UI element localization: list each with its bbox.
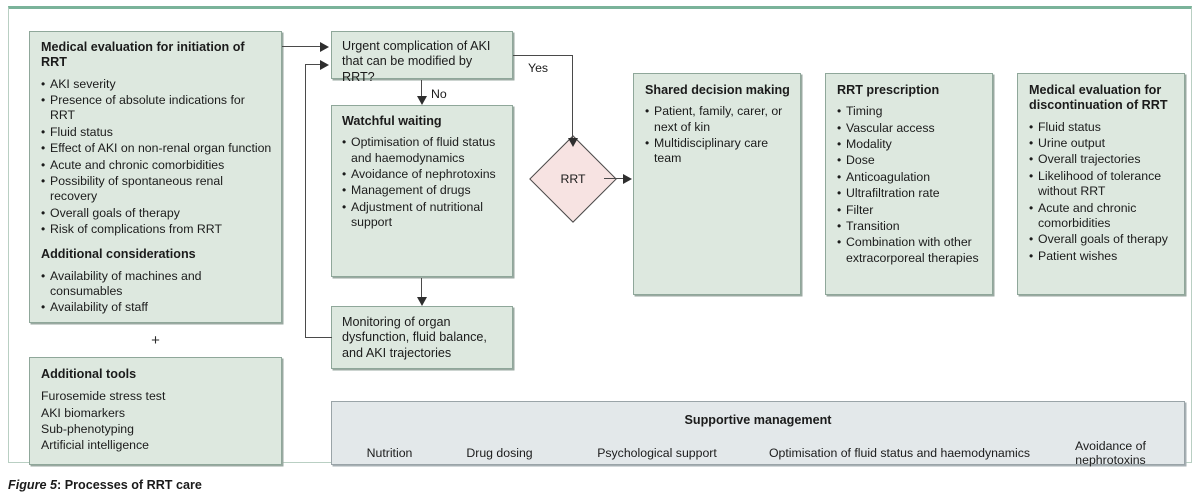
additional-tools-list: Furosemide stress test AKI biomarkers Su… (41, 388, 272, 453)
panel-text-monitoring: Monitoring of organ dysfunction, fluid b… (342, 315, 487, 360)
connector-monitor-left-segment (305, 337, 332, 339)
list-item: Urine output (1029, 136, 1175, 151)
shared-decision-list: Patient, family, carer, or next of kin M… (645, 104, 791, 166)
list-item: Timing (837, 104, 983, 119)
list-item: Combination with other extracorporeal th… (837, 235, 983, 266)
panel-text-urgent-complication: Urgent complication of AKI that can be m… (342, 39, 491, 84)
list-item: Nutrition (366, 446, 413, 460)
panel-monitoring-organ-dysfunction: Monitoring of organ dysfunction, fluid b… (331, 306, 513, 369)
list-item: Acute and chronic comorbidities (1029, 201, 1175, 232)
discontinuation-list: Fluid status Urine output Overall trajec… (1029, 120, 1175, 264)
connector-feedback-into-urgent (305, 64, 321, 66)
list-item: Overall trajectories (1029, 152, 1175, 167)
arrowhead-into-shared-decision (623, 174, 632, 184)
arrowhead-into-diamond (568, 138, 578, 147)
connector-feedback-vertical (305, 64, 307, 338)
supportive-management-items: Nutrition Drug dosing Psychological supp… (332, 439, 1184, 467)
list-item: Acute and chronic comorbidities (41, 158, 272, 173)
arrowhead-into-urgent-bottom (320, 60, 329, 70)
list-item: Ultrafiltration rate (837, 186, 983, 201)
list-item: Patient, family, carer, or next of kin (645, 104, 791, 135)
connector-urgent-to-watchful (421, 80, 423, 97)
connector-watchful-to-monitor (421, 278, 423, 297)
arrowhead-into-watchful (417, 96, 427, 105)
arrowhead-into-monitor (417, 297, 427, 306)
list-item: Availability of machines and consumables (41, 269, 272, 300)
list-item: Multidisciplinary care team (645, 136, 791, 167)
list-item: Availability of staff (41, 300, 272, 315)
list-item: Adjustment of nutritional support (342, 200, 504, 231)
list-item: AKI severity (41, 77, 272, 92)
supportive-management-title: Supportive management (684, 413, 832, 427)
list-item: Presence of absolute indications for RRT (41, 93, 272, 124)
list-item: Modality (837, 137, 983, 152)
list-item: Vascular access (837, 121, 983, 136)
panel-rrt-prescription: RRT prescription Timing Vascular access … (825, 73, 993, 295)
panel-subtitle-additional-considerations: Additional considerations (41, 247, 196, 262)
edge-label-no: No (431, 87, 447, 101)
list-item: Fluid status (41, 125, 272, 140)
panel-title-discontinuation: Medical evaluation for discontinuation o… (1029, 83, 1168, 113)
rrt-prescription-list: Timing Vascular access Modality Dose Ant… (837, 104, 983, 266)
list-item: Likelihood of tolerance without RRT (1029, 169, 1175, 200)
panel-urgent-complication-decision: Urgent complication of AKI that can be m… (331, 31, 513, 84)
edge-label-yes: Yes (528, 61, 549, 75)
list-item: Drug dosing (466, 446, 533, 460)
panel-title-shared-decision: Shared decision making (645, 83, 790, 97)
figure-caption-text: Processes of RRT care (64, 478, 202, 492)
initiation-bullet-list: AKI severity Presence of absolute indica… (41, 77, 272, 238)
panel-title-rrt-prescription: RRT prescription (837, 83, 940, 97)
additional-considerations-list: Availability of machines and consumables… (41, 269, 272, 316)
list-item: Optimisation of fluid status and haemody… (342, 135, 504, 166)
decision-diamond-label: RRT (560, 172, 586, 186)
list-item: Artificial intelligence (41, 438, 149, 453)
panel-medical-evaluation-initiation: Medical evaluation for initiation of RRT… (29, 31, 282, 323)
list-item: Management of drugs (342, 183, 504, 198)
list-item: Fluid status (1029, 120, 1175, 135)
list-item: Possibility of spontaneous renal recover… (41, 174, 272, 205)
panel-title-additional-tools: Additional tools (41, 367, 137, 381)
list-item: Dose (837, 153, 983, 168)
list-item: Patient wishes (1029, 249, 1175, 264)
list-item: Overall goals of therapy (1029, 232, 1175, 247)
panel-title-watchful-waiting: Watchful waiting (342, 114, 442, 128)
panel-medical-evaluation-discontinuation: Medical evaluation for discontinuation o… (1017, 73, 1185, 295)
list-item: Psychological support (597, 446, 717, 460)
figure-number: Figure 5 (8, 478, 57, 492)
plus-combiner-symbol: + (151, 331, 160, 349)
figure-caption: Figure 5: Processes of RRT care (8, 478, 202, 492)
list-item: Sub-phenotyping (41, 421, 134, 436)
figure-caption-separator: : (57, 478, 65, 492)
arrowhead-into-urgent-top (320, 42, 329, 52)
list-item: Furosemide stress test (41, 389, 166, 404)
connector-initiation-to-urgent (282, 46, 321, 48)
list-item: Effect of AKI on non-renal organ functio… (41, 141, 272, 156)
panel-additional-tools: Additional tools Furosemide stress test … (29, 357, 282, 465)
list-item: AKI biomarkers (41, 405, 126, 420)
list-item: Overall goals of therapy (41, 206, 272, 221)
list-item: Transition (837, 219, 983, 234)
panel-title-initiation: Medical evaluation for initiation of RRT (41, 40, 245, 70)
panel-supportive-management: Supportive management Nutrition Drug dos… (331, 401, 1185, 467)
list-item: Anticoagulation (837, 170, 983, 185)
panel-shared-decision-making: Shared decision making Patient, family, … (633, 73, 801, 295)
panel-watchful-waiting: Watchful waiting Optimisation of fluid s… (331, 105, 513, 277)
list-item: Avoidance of nephrotoxins (342, 167, 504, 182)
figure-frame: Medical evaluation for initiation of RRT… (8, 6, 1192, 467)
list-item: Avoidance of nephrotoxins (1075, 439, 1146, 467)
list-item: Filter (837, 203, 983, 218)
connector-yes-vertical (572, 55, 574, 139)
connector-yes-horizontal (513, 55, 573, 57)
list-item: Risk of complications from RRT (41, 222, 272, 237)
connector-diamond-to-shared (604, 178, 626, 180)
watchful-waiting-list: Optimisation of fluid status and haemody… (342, 135, 504, 230)
list-item: Optimisation of fluid status and haemody… (768, 446, 1031, 460)
